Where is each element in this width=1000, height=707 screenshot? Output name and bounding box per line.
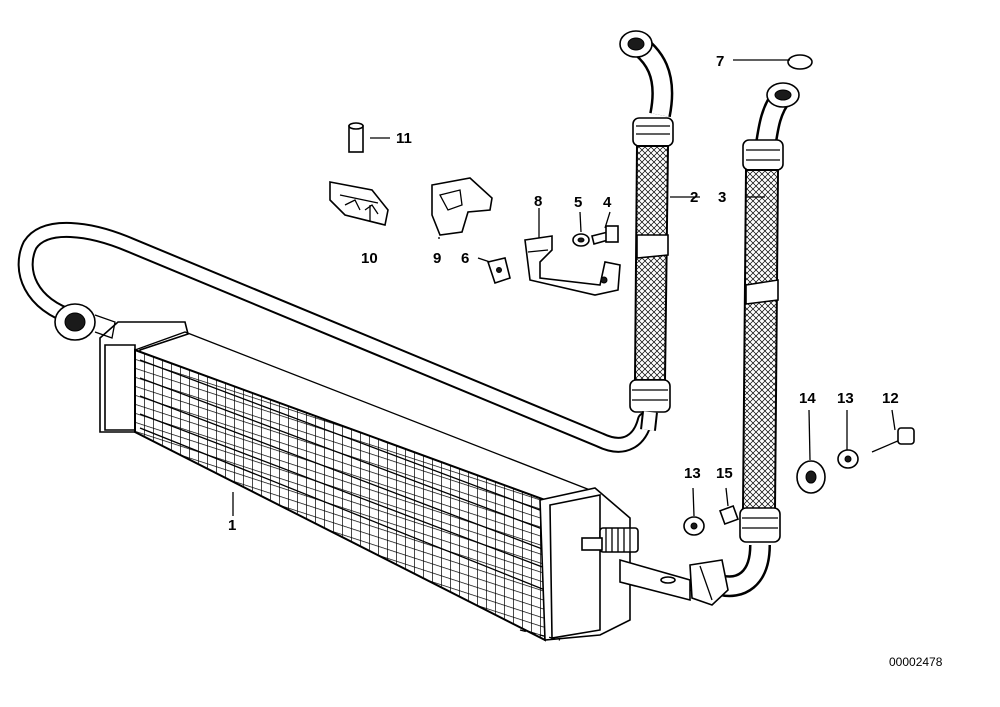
washer-13-right: [837, 449, 859, 469]
union-nut-left: [54, 303, 116, 341]
leader-lines: [232, 59, 896, 517]
clip-9: [431, 177, 493, 236]
washer-13-lower: [683, 516, 705, 536]
callout-6: 6: [461, 250, 469, 267]
hose-2-nut: [619, 30, 653, 58]
clip-10: [329, 181, 389, 226]
callout-15: 15: [716, 465, 733, 482]
bolt-4: [591, 225, 619, 245]
callout-3: 3: [718, 189, 726, 206]
callout-11: 11: [396, 130, 412, 147]
bracket-8: [524, 235, 621, 296]
callout-5: 5: [574, 194, 582, 211]
nut-5: [572, 233, 590, 247]
hose-3: [689, 82, 800, 606]
hose-3-lower-nut: [689, 559, 729, 606]
oil-cooler: [99, 321, 701, 642]
document-number: 00002478: [889, 655, 943, 669]
callout-12: 12: [882, 390, 899, 407]
outlet-fitting: [581, 527, 639, 553]
clip-nut-6: [486, 257, 511, 285]
grommet-14: [796, 460, 826, 494]
callout-13-right: 13: [837, 390, 854, 407]
callout-4: 4: [603, 194, 612, 211]
o-ring-7: [787, 54, 813, 70]
oil-line-left: [17, 221, 653, 453]
sleeve-11: [348, 122, 364, 153]
callout-1: 1: [228, 517, 236, 534]
spacer-15: [719, 505, 739, 525]
callout-14: 14: [799, 390, 816, 407]
callout-2: 2: [690, 189, 698, 206]
callout-9: 9: [433, 250, 441, 267]
screw-12: [871, 427, 915, 453]
hose-3-nut: [766, 82, 800, 108]
callout-10: 10: [361, 250, 378, 267]
callout-13-lower: 13: [684, 465, 701, 482]
callout-8: 8: [534, 193, 542, 210]
hose-2: [619, 30, 674, 431]
callout-7: 7: [716, 53, 724, 70]
